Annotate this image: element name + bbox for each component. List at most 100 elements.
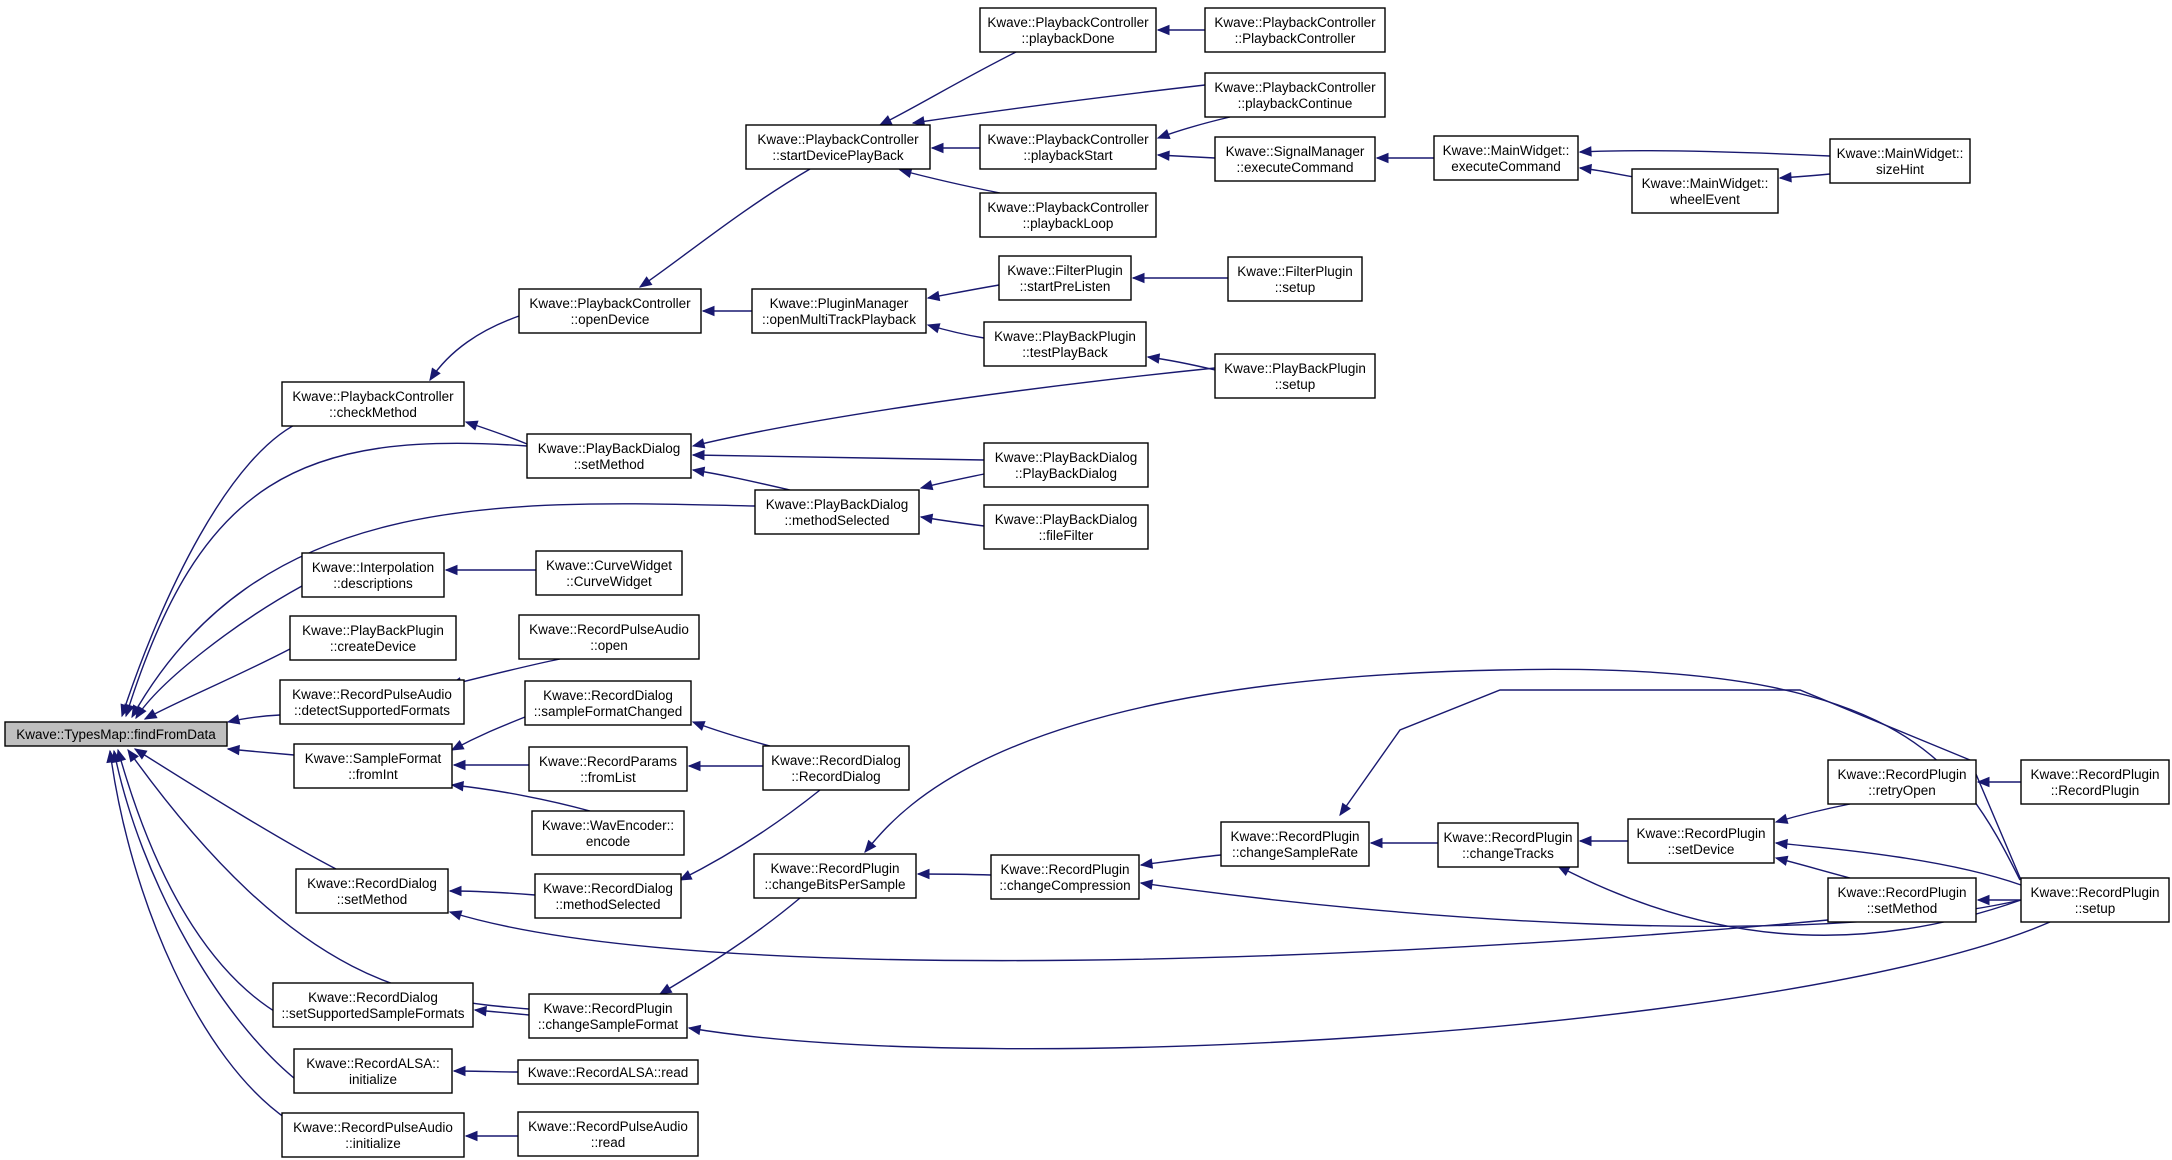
node-box[interactable] [983,321,1147,367]
node-box[interactable] [1627,818,1775,864]
node-box[interactable] [531,810,685,856]
node-box[interactable] [753,853,917,899]
node-box[interactable] [281,381,465,427]
node-box[interactable] [4,721,228,747]
node-root[interactable]: Kwave::TypesMap::findFromData [4,721,228,747]
node-pc_check[interactable]: Kwave::PlaybackController::checkMethod [281,381,465,427]
node-pbd_setmethod[interactable]: Kwave::PlayBackDialog::setMethod [526,433,692,479]
node-pc_done[interactable]: Kwave::PlaybackController::playbackDone [979,7,1157,53]
node-box[interactable] [281,1112,465,1158]
node-box[interactable] [517,1111,699,1157]
node-pbp_setup[interactable]: Kwave::PlayBackPlugin::setup [1214,353,1376,399]
node-box[interactable] [518,288,702,334]
node-rplug_chtracks[interactable]: Kwave::RecordPlugin::changeTracks [1437,822,1579,868]
node-pc_loop[interactable]: Kwave::PlaybackController::playbackLoop [979,192,1157,238]
node-box[interactable] [979,7,1157,53]
node-pc_startdev[interactable]: Kwave::PlaybackController::startDevicePl… [745,124,931,170]
node-box[interactable] [1827,759,1977,805]
node-rplug_chbits[interactable]: Kwave::RecordPlugin::changeBitsPerSample [753,853,917,899]
node-rplug_ctor[interactable]: Kwave::RecordPlugin::RecordPlugin [2020,759,2170,805]
node-box[interactable] [534,873,682,919]
node-box[interactable] [301,552,445,598]
node-box[interactable] [1220,821,1370,867]
node-pbd_filefilter[interactable]: Kwave::PlayBackDialog::fileFilter [983,504,1149,550]
node-box[interactable] [293,1048,453,1094]
node-box[interactable] [517,1059,699,1085]
node-ralsa_read[interactable]: Kwave::RecordALSA::read [517,1059,699,1085]
node-mw_sizehint[interactable]: Kwave::MainWidget::sizeHint [1829,138,1971,184]
node-rplug_retry[interactable]: Kwave::RecordPlugin::retryOpen [1827,759,1977,805]
node-rd_methodsel[interactable]: Kwave::RecordDialog::methodSelected [534,873,682,919]
node-box[interactable] [983,442,1149,488]
node-box[interactable] [535,550,683,596]
node-box[interactable] [1204,7,1386,53]
node-sf_fromint[interactable]: Kwave::SampleFormat::fromInt [293,743,453,789]
node-rplug_setdev[interactable]: Kwave::RecordPlugin::setDevice [1627,818,1775,864]
node-box[interactable] [528,746,688,792]
node-box[interactable] [1631,168,1779,214]
node-box[interactable] [295,868,449,914]
node-mw_wheel[interactable]: Kwave::MainWidget::wheelEvent [1631,168,1779,214]
node-sm_exec[interactable]: Kwave::SignalManager::executeCommand [1214,136,1376,182]
node-box[interactable] [990,854,1140,900]
node-box[interactable] [518,614,700,660]
node-pc_open[interactable]: Kwave::PlaybackController::openDevice [518,288,702,334]
node-rd_ctor[interactable]: Kwave::RecordDialog::RecordDialog [762,745,910,791]
node-box[interactable] [745,124,931,170]
node-box[interactable] [979,192,1157,238]
node-rplug_setmethod[interactable]: Kwave::RecordPlugin::setMethod [1827,877,1977,923]
node-fp_prelisten[interactable]: Kwave::FilterPlugin::startPreListen [998,255,1132,301]
node-pc_continue[interactable]: Kwave::PlaybackController::playbackConti… [1204,72,1386,118]
node-ralsa_init[interactable]: Kwave::RecordALSA::initialize [293,1048,453,1094]
node-box[interactable] [1214,353,1376,399]
node-box[interactable] [2020,759,2170,805]
node-box[interactable] [2020,877,2170,923]
node-rd_sfchanged[interactable]: Kwave::RecordDialog::sampleFormatChanged [524,680,692,726]
node-box[interactable] [983,504,1149,550]
node-pbp_test[interactable]: Kwave::PlayBackPlugin::testPlayBack [983,321,1147,367]
node-box[interactable] [754,489,920,535]
node-box[interactable] [979,124,1157,170]
node-box[interactable] [279,679,465,725]
node-rd_setmethod[interactable]: Kwave::RecordDialog::setMethod [295,868,449,914]
node-pc_ctor[interactable]: Kwave::PlaybackController::PlaybackContr… [1204,7,1386,53]
node-box[interactable] [998,255,1132,301]
node-box[interactable] [524,680,692,726]
node-pm_openmulti[interactable]: Kwave::PluginManager::openMultiTrackPlay… [751,288,927,334]
node-rplug_chsf[interactable]: Kwave::RecordPlugin::changeSampleFormat [528,993,688,1039]
node-box[interactable] [1227,256,1363,302]
node-box[interactable] [1433,135,1579,181]
node-rp_fromlist[interactable]: Kwave::RecordParams::fromList [528,746,688,792]
node-interp_desc[interactable]: Kwave::Interpolation::descriptions [301,552,445,598]
node-rplug_setup[interactable]: Kwave::RecordPlugin::setup [2020,877,2170,923]
node-box[interactable] [289,615,457,661]
node-box[interactable] [293,743,453,789]
node-rpa_read[interactable]: Kwave::RecordPulseAudio::read [517,1111,699,1157]
node-box[interactable] [526,433,692,479]
node-rplug_chcomp[interactable]: Kwave::RecordPlugin::changeCompression [990,854,1140,900]
edge-pbd_ctor-to-pbd_setmethod [691,449,985,461]
node-pbd_ctor[interactable]: Kwave::PlayBackDialog::PlayBackDialog [983,442,1149,488]
node-box[interactable] [1827,877,1977,923]
node-pbd_methodsel[interactable]: Kwave::PlayBackDialog::methodSelected [754,489,920,535]
node-cw_ctor[interactable]: Kwave::CurveWidget::CurveWidget [535,550,683,596]
node-box[interactable] [762,745,910,791]
node-box[interactable] [272,982,474,1028]
node-rplug_chrate[interactable]: Kwave::RecordPlugin::changeSampleRate [1220,821,1370,867]
node-wav_encode[interactable]: Kwave::WavEncoder::encode [531,810,685,856]
node-rpa_init[interactable]: Kwave::RecordPulseAudio::initialize [281,1112,465,1158]
node-pbp_create[interactable]: Kwave::PlayBackPlugin::createDevice [289,615,457,661]
node-box[interactable] [1214,136,1376,182]
node-box[interactable] [751,288,927,334]
node-box[interactable] [1204,72,1386,118]
node-box[interactable] [1437,822,1579,868]
node-pc_start[interactable]: Kwave::PlaybackController::playbackStart [979,124,1157,170]
node-box[interactable] [528,993,688,1039]
node-box[interactable] [1829,138,1971,184]
node-rd_setsupp[interactable]: Kwave::RecordDialog::setSupportedSampleF… [272,982,474,1028]
node-rpa_open[interactable]: Kwave::RecordPulseAudio::open [518,614,700,660]
arrowhead [1578,835,1592,847]
node-rpa_detect[interactable]: Kwave::RecordPulseAudio::detectSupported… [279,679,465,725]
node-mw_exec[interactable]: Kwave::MainWidget::executeCommand [1433,135,1579,181]
node-fp_setup[interactable]: Kwave::FilterPlugin::setup [1227,256,1363,302]
